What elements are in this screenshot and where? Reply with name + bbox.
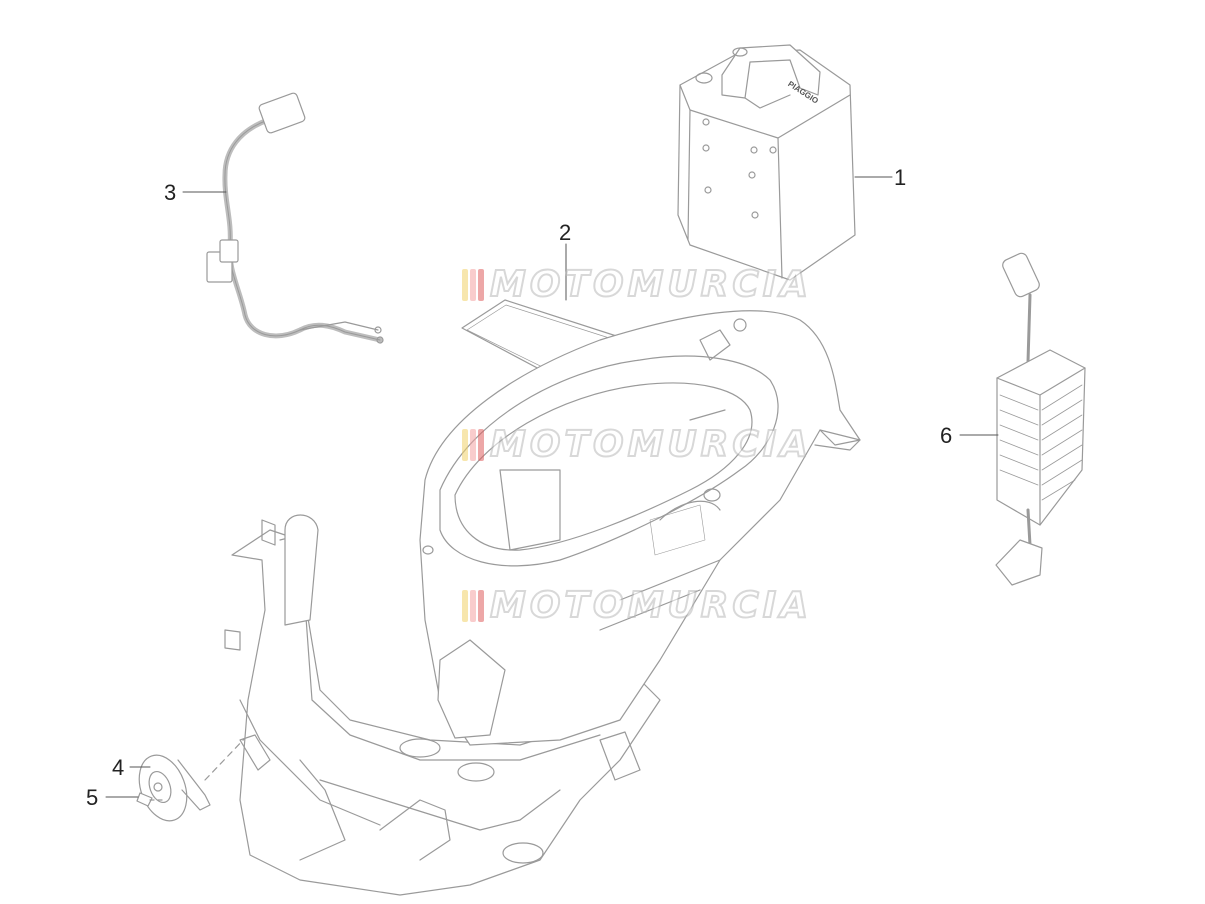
callout-3: 3 — [164, 180, 177, 205]
leader-lines — [105, 176, 999, 798]
watermark-text: MOTOMURCIA — [489, 423, 813, 466]
callout-2: 2 — [559, 220, 572, 245]
callout-4: 4 — [112, 755, 125, 780]
watermark-top: MOTOMURCIA — [462, 263, 813, 306]
horn — [138, 734, 249, 822]
battery — [677, 44, 856, 281]
watermark-stripes — [462, 589, 484, 622]
watermark-stripes — [462, 268, 484, 301]
scooter-frame — [224, 514, 661, 896]
callout-1: 1 — [894, 165, 907, 190]
watermark-stripes — [462, 428, 484, 461]
watermark-middle: MOTOMURCIA — [462, 423, 813, 466]
callout-6: 6 — [940, 423, 953, 448]
callout-5: 5 — [86, 785, 99, 810]
battery-charger — [995, 252, 1086, 586]
watermark-bottom: MOTOMURCIA — [462, 584, 813, 627]
scooter-body — [419, 310, 861, 746]
wiring-harness — [206, 92, 384, 344]
watermark-text: MOTOMURCIA — [489, 584, 813, 627]
screw — [136, 792, 166, 807]
watermark-text: MOTOMURCIA — [489, 263, 813, 306]
